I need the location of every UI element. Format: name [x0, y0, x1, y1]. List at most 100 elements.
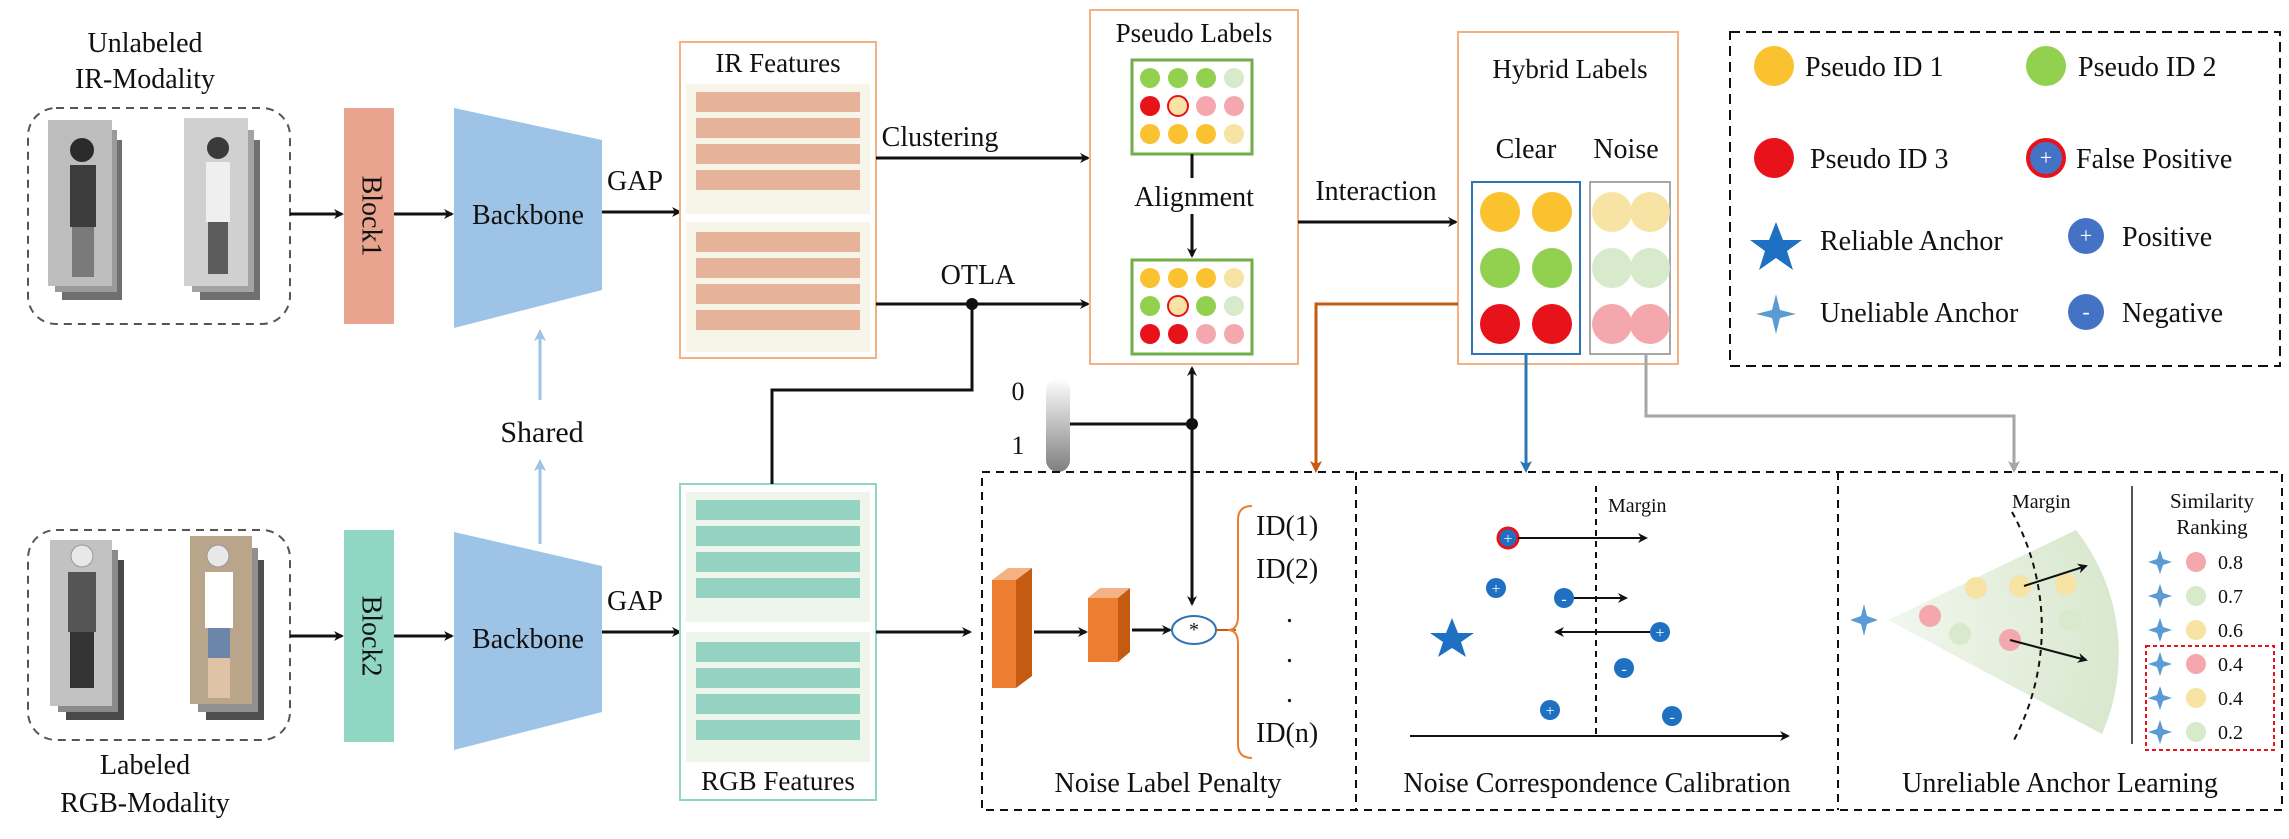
- backbone-top-label: Backbone: [472, 200, 584, 231]
- id-dot-2: .: [1286, 638, 1293, 669]
- positive-sample: +: [1496, 526, 1520, 550]
- calibration-title: Noise Correspondence Calibration: [1403, 768, 1790, 799]
- rgb-person-image-1: [50, 540, 124, 720]
- arrow-hybrid-to-penalty: [1310, 302, 1458, 473]
- hybrid-label-dot: [1480, 248, 1520, 288]
- legend-pseudo-id-3: Pseudo ID 3: [1810, 144, 1948, 175]
- negative-sample: -: [1554, 588, 1574, 608]
- pseudo-label-dot: [1196, 324, 1216, 344]
- id-label-2: ID(2): [1256, 554, 1318, 585]
- id-label-n: ID(n): [1256, 718, 1318, 749]
- pseudo-label-dot: [1167, 295, 1189, 317]
- block2-label: Block2: [356, 596, 387, 677]
- positive-sample: +: [1486, 578, 1506, 598]
- ir-input-label-2: IR-Modality: [75, 64, 215, 95]
- pseudo-label-dot: [1196, 96, 1216, 116]
- interaction-label: Interaction: [1315, 176, 1436, 207]
- svg-text:-: -: [1561, 591, 1566, 608]
- anchor-arrow: [2009, 639, 2088, 663]
- hybrid-label-dot: [1480, 192, 1520, 232]
- feature-bar: [696, 258, 860, 278]
- legend-pseudo-id-1: Pseudo ID 1: [1805, 52, 1943, 83]
- rgb-person-image-2: [190, 536, 264, 720]
- hybrid-label-dot: [1630, 304, 1670, 344]
- ranked-sample-dot: [2186, 688, 2206, 708]
- feature-bar: [696, 232, 860, 252]
- ranking-rows: 0.80.70.60.40.40.2: [2148, 550, 2243, 744]
- switch-bar: [1046, 378, 1070, 472]
- pseudo-label-dot: [1140, 68, 1160, 88]
- legend-false-positive-icon: +: [2026, 138, 2066, 178]
- pseudo-label-dot: [1224, 68, 1244, 88]
- ranking-title-2: Ranking: [2176, 515, 2248, 539]
- rgb-feature-bars: [696, 500, 860, 740]
- feature-bar: [696, 118, 860, 138]
- pseudo-labels-title: Pseudo Labels: [1116, 18, 1273, 48]
- ranking-row: 0.4: [2148, 686, 2243, 710]
- pseudo-dots-before: [1140, 68, 1244, 144]
- anchor-arrow: [2023, 563, 2088, 587]
- rgb-input-label-1: Labeled: [100, 750, 190, 781]
- penalty-layer-1: [992, 568, 1032, 688]
- ir-input-label-1: Unlabeled: [87, 28, 202, 59]
- pseudo-label-dot: [1168, 324, 1188, 344]
- hybrid-noise-label: Noise: [1593, 134, 1658, 165]
- feature-bar: [696, 694, 860, 714]
- svg-text:+: +: [1503, 531, 1512, 548]
- ranked-sample-dot: [2186, 654, 2206, 674]
- similarity-score: 0.6: [2218, 620, 2243, 642]
- similarity-score: 0.8: [2218, 552, 2243, 574]
- pseudo-label-dot: [1224, 296, 1244, 316]
- pseudo-label-dot: [1140, 324, 1160, 344]
- pseudo-label-dot: [1224, 96, 1244, 116]
- ranked-sample-dot: [2186, 586, 2206, 606]
- legend-pseudo-id-2: Pseudo ID 2: [2078, 52, 2216, 83]
- pseudo-grid-after: [1130, 258, 1254, 356]
- similarity-score: 0.7: [2218, 586, 2243, 608]
- ir-features: IR Features: [679, 41, 877, 359]
- alignment-label: Alignment: [1134, 182, 1254, 213]
- switch-0-label: 0: [1012, 377, 1025, 406]
- backbone-top: Backbone: [454, 108, 602, 328]
- ranking-row: 0.7: [2148, 584, 2243, 608]
- anchor-margin-label: Margin: [2012, 491, 2071, 513]
- hybrid-label-dot: [1592, 192, 1632, 232]
- anchor-sample-dot: [2059, 609, 2081, 631]
- penalty-title: Noise Label Penalty: [1054, 768, 1281, 799]
- svg-text:-: -: [1669, 709, 1674, 726]
- hybrid-dots: [1480, 192, 1670, 344]
- pseudo-label-dot: [1224, 324, 1244, 344]
- anchor-learning-plot: Margin Similarity Ranking 0.80.70.60.40.…: [1850, 486, 2275, 799]
- anchor-sample-dot: [1965, 577, 1987, 599]
- gap-bottom-label: GAP: [607, 586, 663, 617]
- hybrid-labels-title: Hybrid Labels: [1492, 54, 1647, 84]
- pseudo-label-dot: [1196, 268, 1216, 288]
- block1: Block1: [344, 108, 394, 324]
- legend-pseudo-id-2-dot: [2026, 46, 2066, 86]
- rgb-features: RGB Features: [679, 483, 877, 801]
- unreliable-anchor-icon: [2148, 652, 2172, 676]
- feature-bar: [696, 552, 860, 572]
- positive-sample: +: [1540, 700, 1560, 720]
- pseudo-label-dot: [1196, 296, 1216, 316]
- ir-input: Unlabeled IR-Modality: [27, 28, 291, 325]
- penalty-layer-2: [1088, 588, 1130, 662]
- svg-text:-: -: [2082, 299, 2089, 324]
- pseudo-label-dot: [1140, 296, 1160, 316]
- svg-text:+: +: [2080, 223, 2092, 248]
- ranked-sample-dot: [2186, 620, 2206, 640]
- feature-bar: [696, 144, 860, 164]
- multiply-symbol: *: [1189, 619, 1199, 641]
- pseudo-label-dot: [1167, 95, 1189, 117]
- svg-text:+: +: [1545, 703, 1554, 720]
- pseudo-labels-panel: Pseudo Labels Alignment: [1089, 9, 1299, 365]
- calibration-anchor-star: [1430, 618, 1474, 657]
- hybrid-label-dot: [1630, 192, 1670, 232]
- legend-positive-icon: +: [2068, 218, 2104, 254]
- pseudo-dots-after: [1140, 268, 1244, 344]
- id-dot-1: .: [1286, 598, 1293, 629]
- calibration-points: ++-+-+-: [1486, 526, 1682, 726]
- backbone-bottom-label: Backbone: [472, 624, 584, 655]
- shared-label: Shared: [500, 416, 583, 449]
- positive-sample: +: [1650, 622, 1670, 642]
